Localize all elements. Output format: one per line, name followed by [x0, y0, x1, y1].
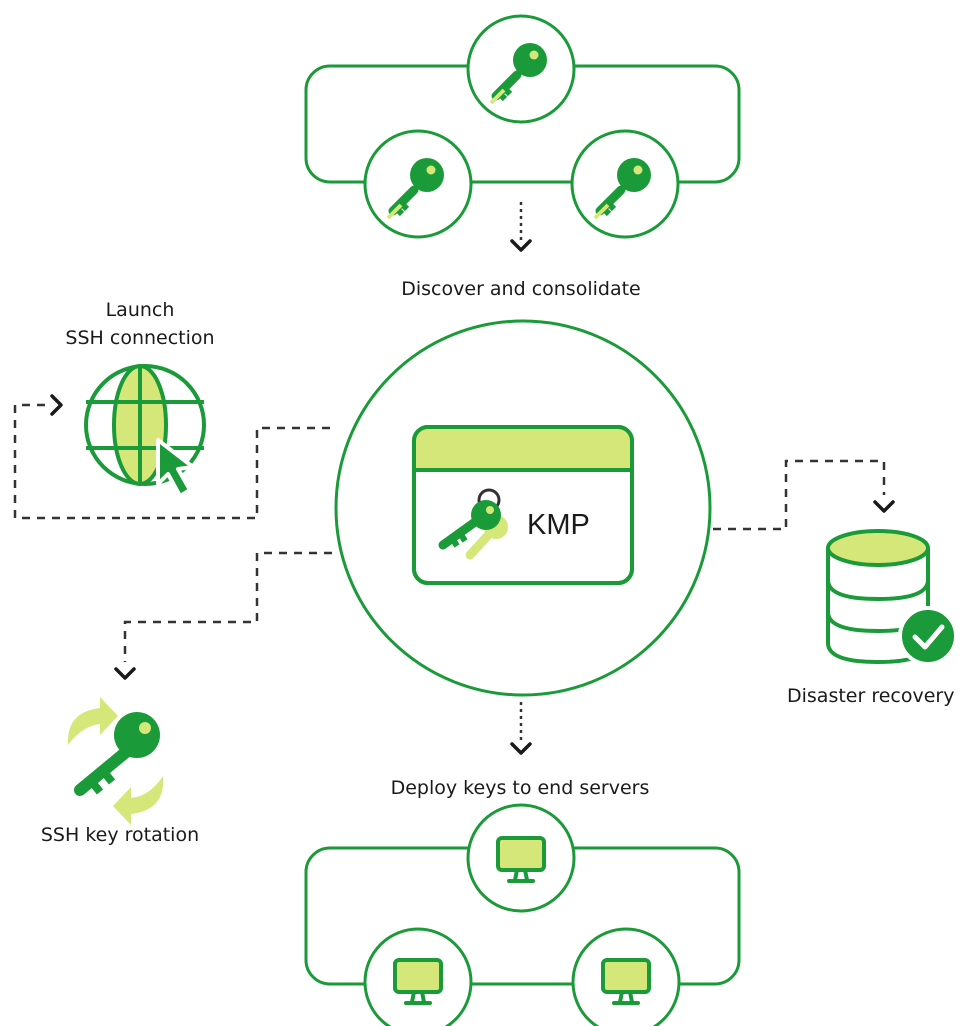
launch-connector [13, 394, 330, 520]
key-rotation-icon [67, 697, 164, 825]
disaster-recovery-label: Disaster recovery [787, 685, 955, 707]
discover-arrow [510, 202, 532, 252]
globe-cursor-icon [84, 364, 206, 498]
deploy-label: Deploy keys to end servers [390, 777, 650, 799]
kmp-hub [334, 319, 712, 697]
kmp-label: KMP [527, 509, 590, 541]
rotation-connector [114, 551, 332, 680]
database-check-icon [826, 529, 958, 666]
key-rotation-label: SSH key rotation [40, 824, 200, 846]
bottom-server-cluster [304, 803, 741, 1026]
deploy-arrow [510, 702, 532, 755]
recovery-connector [713, 459, 895, 531]
discover-label: Discover and consolidate [401, 278, 641, 300]
launch-label-line2: SSH connection [65, 327, 215, 349]
top-key-cluster [304, 14, 741, 239]
launch-label-line1: Launch [105, 299, 175, 321]
